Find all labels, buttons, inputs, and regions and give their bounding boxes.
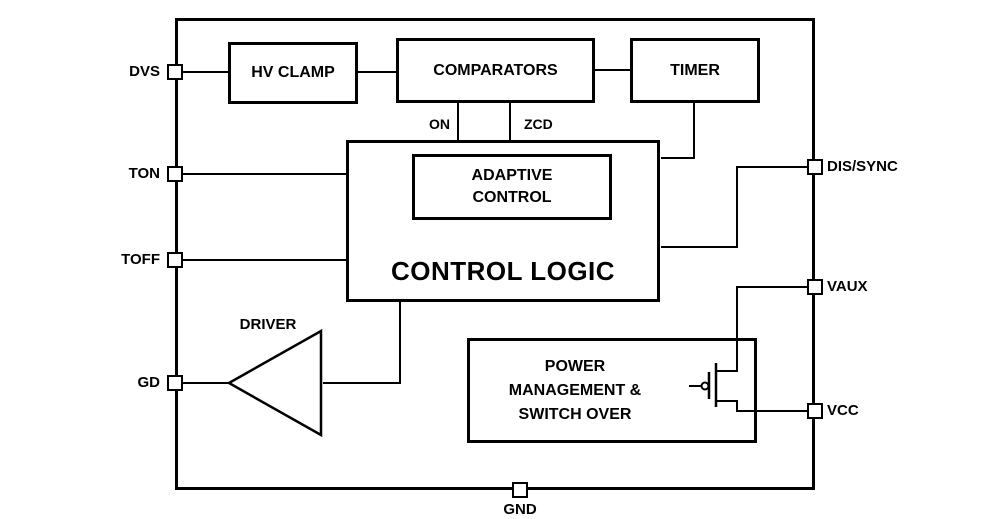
wire-label-zcd: ZCD [524, 116, 553, 132]
block-power-management: POWER MANAGEMENT & SWITCH OVER [467, 338, 757, 443]
wire-label-driver: DRIVER [239, 316, 297, 333]
pin-label-gd: GD [137, 374, 161, 391]
wire-label-on: ON [429, 116, 450, 132]
block-power-line2: MANAGEMENT & [508, 381, 642, 399]
block-timer: TIMER [630, 38, 760, 103]
block-power-line1: POWER [544, 357, 606, 375]
pin-label-vcc: VCC [827, 402, 859, 419]
block-hv-clamp-label: HV CLAMP [251, 64, 335, 81]
pin-label-ton: TON [128, 165, 160, 182]
pin-vaux [807, 279, 823, 295]
block-power-line3: SWITCH OVER [518, 405, 632, 423]
block-comparators: COMPARATORS [396, 38, 595, 103]
pin-vcc [807, 403, 823, 419]
block-adaptive-control-line2: CONTROL [472, 189, 552, 206]
pin-dvs [167, 64, 183, 80]
block-comparators-label: COMPARATORS [433, 61, 558, 79]
block-timer-label: TIMER [670, 61, 720, 79]
pin-dis-sync [807, 159, 823, 175]
pin-ton [167, 166, 183, 182]
pin-label-toff: TOFF [121, 251, 160, 268]
block-control-logic-label: CONTROL LOGIC [390, 256, 616, 286]
block-adaptive-control: ADAPTIVE CONTROL [412, 154, 612, 220]
block-adaptive-control-line1: ADAPTIVE [471, 167, 553, 184]
pin-label-vaux: VAUX [827, 278, 868, 295]
pin-toff [167, 252, 183, 268]
pin-gd [167, 375, 183, 391]
pin-label-gnd: GND [503, 501, 537, 518]
pin-label-dis-sync: DIS/SYNC [827, 158, 898, 175]
pin-gnd [512, 482, 528, 498]
block-hv-clamp: HV CLAMP [228, 42, 358, 104]
pin-label-dvs: DVS [129, 63, 160, 80]
